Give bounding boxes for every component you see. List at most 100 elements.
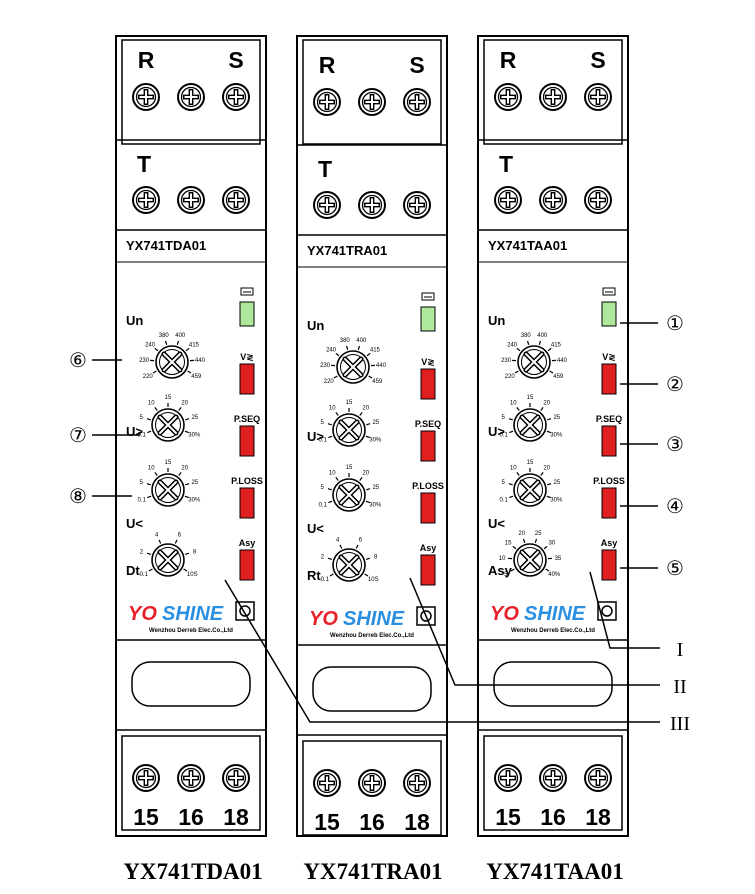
knob-cross-inner bbox=[340, 421, 358, 439]
knob-tick-label: 5 bbox=[502, 480, 506, 486]
brand-logo-icon bbox=[235, 601, 255, 621]
screw-slot-v-inner bbox=[326, 198, 328, 212]
knob-tick bbox=[547, 483, 552, 486]
knob-label-delay: Dt bbox=[126, 563, 140, 578]
led-ploss bbox=[601, 487, 617, 519]
knob-tick-label: 25 bbox=[553, 480, 560, 486]
leader-line-roman bbox=[589, 571, 660, 649]
knob-tick-label: 15 bbox=[165, 395, 172, 401]
screw-bottom-1 bbox=[313, 769, 341, 797]
knob-tick bbox=[185, 418, 190, 421]
knob-tick bbox=[146, 418, 151, 421]
knob-tick-label: 459 bbox=[191, 374, 202, 380]
terminal-s-label: S bbox=[590, 47, 605, 73]
screw-t-3 bbox=[584, 186, 612, 214]
terminal-t-label: T bbox=[137, 151, 151, 177]
screw-slot-v-inner bbox=[552, 90, 554, 104]
brand-shine: SHINE bbox=[343, 608, 405, 630]
knob-tick-label: 240 bbox=[507, 343, 518, 349]
logo-box bbox=[235, 601, 255, 621]
screw-bottom-2 bbox=[177, 764, 205, 792]
caption-module-2: YX741TRA01 bbox=[303, 859, 443, 884]
screw-slot-v-inner bbox=[371, 776, 373, 790]
knob-tick-label: 35 bbox=[555, 556, 562, 562]
knob-tick bbox=[327, 488, 332, 491]
knob-tick-label: 25 bbox=[191, 480, 198, 486]
knob-tick-label: 20 bbox=[362, 471, 369, 477]
terminal-t-label: T bbox=[318, 156, 332, 182]
screw-bottom-2 bbox=[358, 769, 386, 797]
knob-tick-label: 415 bbox=[370, 348, 381, 354]
knob-tick bbox=[512, 545, 517, 550]
brand-subtitle: Wenzhou Derreb Elec.Co.,Ltd bbox=[330, 633, 414, 639]
terminal-s-label: S bbox=[228, 47, 243, 73]
screw-bottom-3 bbox=[403, 769, 431, 797]
screw-rs-3 bbox=[403, 88, 431, 116]
knob-tick bbox=[164, 340, 168, 345]
knob-tick bbox=[365, 435, 370, 439]
knob-tick-label: 6 bbox=[359, 537, 363, 543]
terminal-16-label: 16 bbox=[540, 804, 566, 830]
screw-slot-v-inner bbox=[507, 90, 509, 104]
knob-cross-inner bbox=[340, 486, 358, 504]
knob-tick-label: 240 bbox=[145, 343, 156, 349]
leader-line-roman bbox=[224, 579, 660, 723]
screw-bottom-3 bbox=[584, 764, 612, 792]
knob-tick bbox=[178, 471, 182, 476]
led-asy bbox=[601, 549, 617, 581]
screw-t-1 bbox=[494, 186, 522, 214]
knob-tick bbox=[146, 552, 152, 556]
knob-tick bbox=[538, 340, 542, 345]
screw-slot-v-inner bbox=[190, 90, 192, 104]
led-label-ploss: P.LOSS bbox=[231, 476, 263, 486]
knob-tick-label: 8 bbox=[374, 554, 378, 560]
terminal-18-label: 18 bbox=[585, 804, 611, 830]
knob-tick bbox=[328, 435, 333, 439]
callout-roman-1: I bbox=[677, 639, 684, 661]
knob-cross-inner bbox=[340, 556, 358, 574]
knob-tick-label: 2 bbox=[321, 554, 325, 560]
screw-t-3 bbox=[403, 191, 431, 219]
screw-rs-3 bbox=[584, 83, 612, 111]
knob-tick bbox=[522, 538, 526, 543]
led-v bbox=[239, 363, 255, 395]
knob-tick-label: 220 bbox=[324, 379, 335, 385]
knob-cross-inner bbox=[163, 353, 181, 371]
knob-cross-inner bbox=[525, 353, 543, 371]
knob-label-un: Un bbox=[488, 313, 505, 328]
screw-slot-v-inner bbox=[190, 193, 192, 207]
knob-tick bbox=[184, 430, 189, 434]
window-slot bbox=[131, 661, 251, 707]
knob-tick-label: 8 bbox=[193, 549, 197, 555]
knob-tick bbox=[185, 347, 190, 352]
screw-slot-v-inner bbox=[235, 193, 237, 207]
knob-tick bbox=[335, 411, 339, 416]
led-relay bbox=[420, 306, 436, 332]
knob-tick bbox=[508, 418, 513, 421]
knob-tick bbox=[368, 375, 373, 379]
knob-tick-label: 25 bbox=[372, 420, 379, 426]
screw-rs-1 bbox=[494, 83, 522, 111]
led-label-pseq: P.SEQ bbox=[596, 414, 622, 424]
knob-tick-label: 380 bbox=[340, 338, 351, 344]
knob-tick-label: 15 bbox=[505, 541, 512, 547]
leader-line-roman bbox=[409, 577, 660, 686]
callout-right-3: ③ bbox=[666, 434, 684, 456]
knob-label-uunder: U< bbox=[307, 521, 324, 536]
knob-tick bbox=[158, 539, 162, 544]
knob-tick-label: 5 bbox=[321, 420, 325, 426]
screw-t-2 bbox=[177, 186, 205, 214]
screw-slot-v-inner bbox=[552, 771, 554, 785]
callout-right-4: ④ bbox=[666, 496, 684, 518]
screw-slot-v-inner bbox=[371, 95, 373, 109]
relay-icon-coil bbox=[421, 292, 435, 301]
knob-tick-label: 0.1 bbox=[319, 438, 328, 444]
knob-tick bbox=[534, 538, 538, 543]
knob-tick-label: 15 bbox=[165, 460, 172, 466]
screw-t-1 bbox=[313, 191, 341, 219]
knob-label-un: Un bbox=[126, 313, 143, 328]
model-label: YX741TAA01 bbox=[488, 238, 567, 253]
